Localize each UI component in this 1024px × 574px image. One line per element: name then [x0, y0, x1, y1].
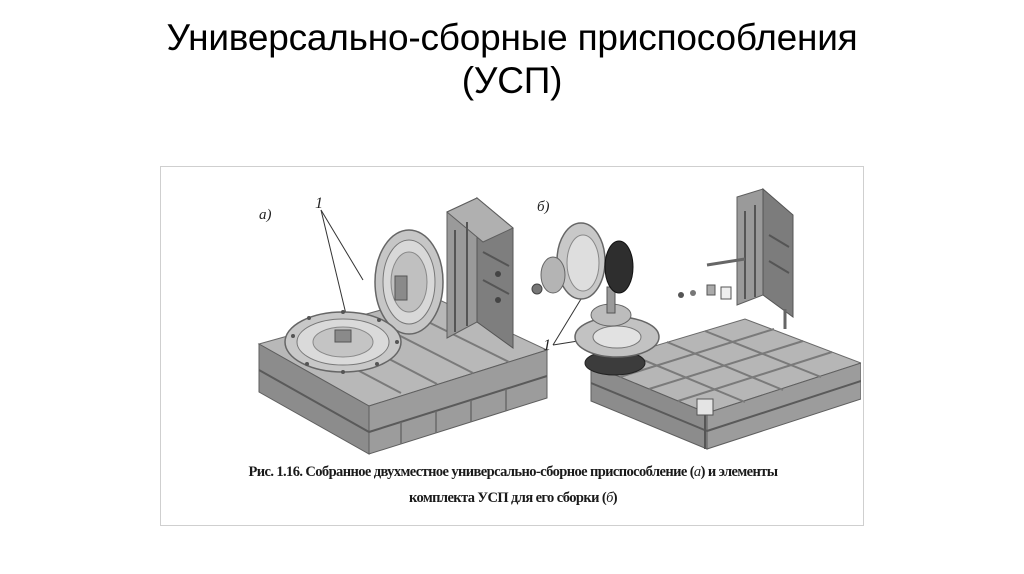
slide-title-line-2: (УСП) [461, 60, 563, 101]
caption-line-2: комплекта УСП для его сборки (б) [408, 490, 618, 506]
panel-a-callout-number: 1 [315, 195, 323, 212]
panel-b-callout-number: 1 [543, 337, 551, 354]
panel-a-label: а) [259, 207, 272, 223]
fixture-kit-elements-illustration [531, 187, 861, 450]
slide-title-line-1: Универсально-сборные приспособления [166, 17, 858, 58]
caption-line-1: Рис. 1.16. Собранное двухместное универс… [248, 464, 778, 480]
assembled-fixture-illustration [257, 196, 549, 455]
figure: а) 1 [160, 166, 864, 526]
panel-b-label: б) [537, 199, 550, 215]
slide-title: Универсально-сборные приспособления (УСП… [0, 16, 1024, 102]
figure-caption: Рис. 1.16. Собранное двухместное универс… [161, 459, 865, 511]
